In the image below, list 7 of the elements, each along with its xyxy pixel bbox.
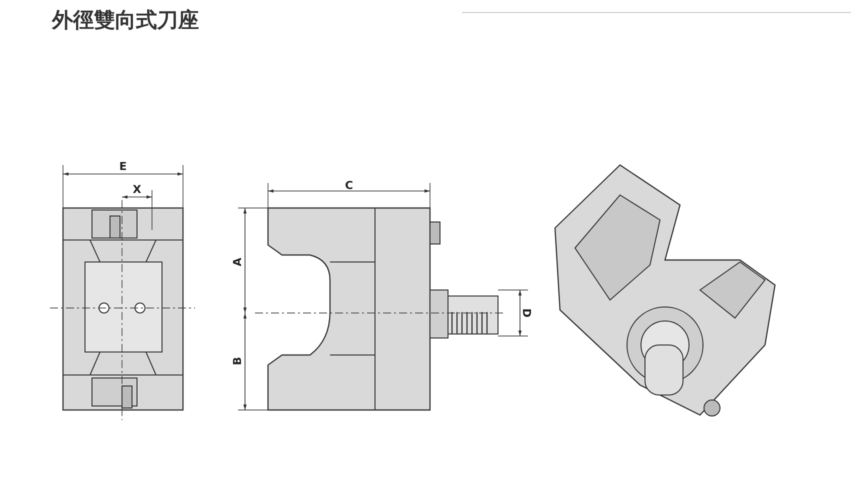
dimension-label: B [231, 356, 244, 366]
dimension-label: C [344, 179, 354, 192]
dimension-label: D [520, 308, 533, 318]
dimension-label: A [231, 258, 244, 266]
title: 外徑雙向式刀座 [52, 7, 199, 34]
dimension-label: E [119, 160, 127, 174]
dimension-label: X [132, 183, 142, 196]
